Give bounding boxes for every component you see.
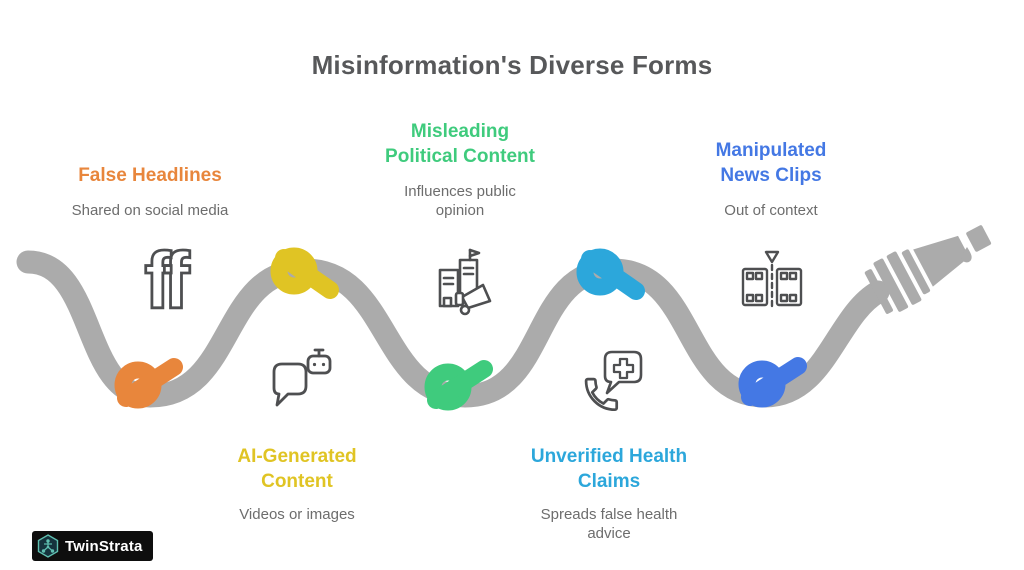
description-unverified-health-claims: Spreads false health advice bbox=[540, 506, 678, 542]
phone-health-icon bbox=[584, 350, 643, 412]
twinstrata-logo-icon bbox=[37, 534, 59, 558]
knot-misleading-political-content bbox=[424, 360, 493, 411]
chat-robot-icon bbox=[272, 348, 332, 407]
knot-unverified-health-claims bbox=[576, 248, 645, 300]
description-ai-generated-content: Videos or images bbox=[239, 506, 355, 523]
diagram-title: Misinformation's Diverse Forms bbox=[311, 50, 713, 80]
knot-manipulated-news-clips bbox=[738, 357, 807, 408]
knot-false-headlines bbox=[114, 358, 183, 409]
label-unverified-health-claims: Unverified Health Claims bbox=[530, 446, 688, 492]
water-drop-icon bbox=[961, 247, 972, 263]
svg-text:ff: ff bbox=[144, 236, 190, 325]
label-false-headlines: False Headlines bbox=[78, 165, 222, 186]
facebook-ff-icon: ff bbox=[143, 235, 199, 327]
label-manipulated-news-clips: Manipulated News Clips bbox=[715, 140, 827, 186]
description-misleading-political-content: Influences public opinion bbox=[404, 183, 516, 219]
description-manipulated-news-clips: Out of context bbox=[724, 202, 818, 219]
twinstrata-logo: TwinStrata bbox=[32, 531, 153, 561]
hose-nozzle bbox=[864, 225, 992, 314]
description-false-headlines: Shared on social media bbox=[71, 202, 229, 219]
label-ai-generated-content: AI-Generated Content bbox=[237, 446, 357, 492]
film-cut-icon bbox=[741, 250, 803, 309]
label-misleading-political-content: Misleading Political Content bbox=[385, 121, 535, 167]
knot-ai-generated-content bbox=[270, 247, 339, 299]
twinstrata-logo-text: TwinStrata bbox=[65, 537, 143, 555]
building-megaphone-icon bbox=[438, 248, 492, 316]
